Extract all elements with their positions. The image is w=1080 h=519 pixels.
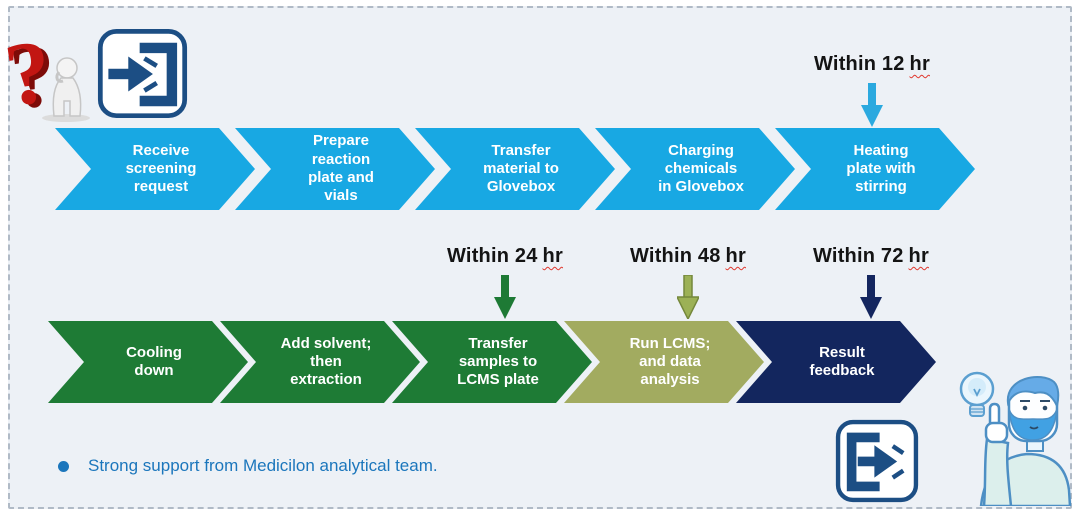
step-heating-plate-stirring: Heating plate with stirring — [775, 128, 975, 210]
flow-row-1: Receive screening request Prepare reacti… — [55, 128, 975, 210]
down-arrow-icon — [861, 83, 883, 127]
down-arrow-icon — [860, 275, 882, 319]
step-cooling-down: Cooling down — [48, 321, 248, 403]
down-arrow-icon — [494, 275, 516, 319]
step-prepare-reaction-plate: Prepare reaction plate and vials — [235, 128, 435, 210]
man-pointing-lightbulb-illustration — [947, 363, 1073, 508]
question-mark-thinker-icon: ? ? — [0, 21, 100, 129]
step-charging-chemicals: Charging chemicals in Glovebox — [595, 128, 795, 210]
footnote-text: Strong support from Medicilon analytical… — [88, 456, 438, 475]
step-receive-screening-request: Receive screening request — [55, 128, 255, 210]
step-result-feedback: Result feedback — [736, 321, 936, 403]
step-transfer-samples-lcms: Transfer samples to LCMS plate — [392, 321, 592, 403]
flow-row-2: Cooling down Add solvent; then extractio… — [48, 321, 936, 403]
footnote: Strong support from Medicilon analytical… — [58, 456, 438, 476]
step-transfer-material-glovebox: Transfer material to Glovebox — [415, 128, 615, 210]
bullet-dot — [58, 460, 69, 472]
step-add-solvent-extraction: Add solvent; then extraction — [220, 321, 420, 403]
exit-icon — [835, 419, 919, 503]
enter-icon — [97, 28, 188, 119]
down-arrow-icon — [677, 275, 699, 319]
step-run-lcms-analysis: Run LCMS; and data analysis — [564, 321, 764, 403]
